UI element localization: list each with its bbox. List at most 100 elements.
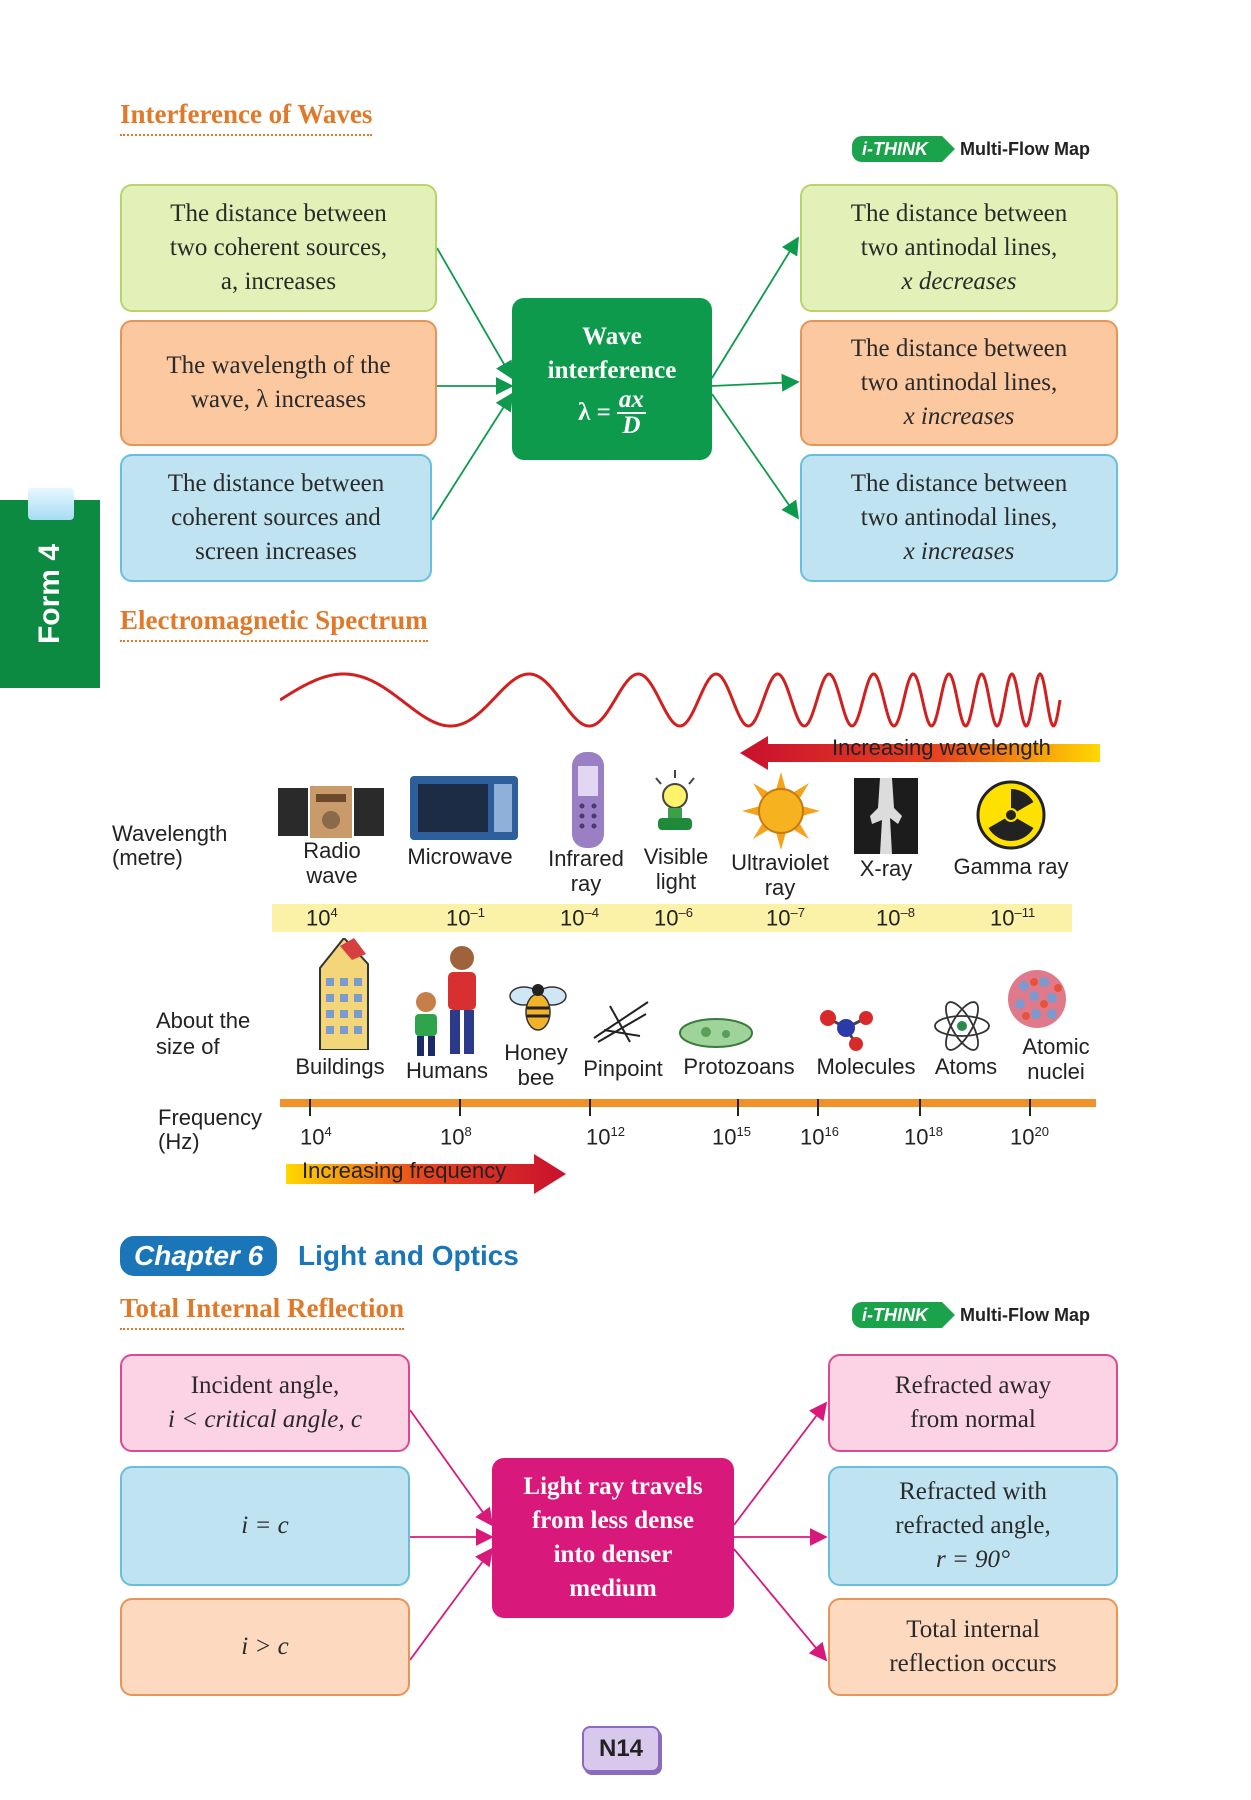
frequency-value: 108	[440, 1124, 472, 1150]
increasing-frequency-arrow	[286, 1154, 566, 1194]
size-label-line: About the	[156, 1008, 251, 1033]
wavelength-value: 10–11	[990, 905, 1035, 931]
value-exp: –6	[678, 905, 693, 920]
effect-line: refracted angle,	[895, 1512, 1051, 1539]
value-exp: 4	[330, 905, 338, 920]
value-base: 10	[446, 905, 471, 931]
cause-line: The distance between	[167, 470, 385, 497]
page-number: N14	[582, 1726, 660, 1772]
center-line: Light ray travels	[523, 1473, 703, 1500]
size-name-line: Pinpoint	[583, 1056, 663, 1081]
humans-icon	[415, 946, 476, 1056]
frequency-value: 1018	[904, 1124, 943, 1150]
effect-line: two antinodal lines,	[860, 234, 1058, 261]
em-name-line: Infrared	[548, 846, 624, 871]
cause-line: Incident angle,	[190, 1372, 340, 1399]
effect-line: two antinodal lines,	[860, 369, 1058, 396]
frequency-axis-label: Frequency (Hz)	[158, 1106, 262, 1154]
size-name-pinpoint: Pinpoint	[576, 1056, 670, 1081]
tir-cause-greater: i > c	[120, 1598, 410, 1696]
sun-icon	[742, 772, 820, 850]
connector-tir-cause-1	[409, 1409, 494, 1527]
value-exp: 12	[610, 1124, 625, 1139]
value-exp: 16	[824, 1124, 839, 1139]
size-name-line: Atomic	[1022, 1034, 1090, 1059]
size-name-protozoans: Protozoans	[674, 1054, 804, 1079]
frequency-label-line: (Hz)	[158, 1129, 200, 1154]
size-name-line: Atoms	[934, 1054, 998, 1079]
wavelength-label-line: Wavelength	[112, 821, 228, 846]
wavelength-value: 10–1	[446, 905, 485, 931]
em-name-line: X-ray	[859, 856, 913, 881]
value-exp: 8	[464, 1124, 472, 1139]
effect-line: from normal	[910, 1406, 1036, 1433]
size-name-atoms: Atoms	[928, 1054, 1004, 1079]
increasing-wavelength-arrow	[740, 736, 1100, 770]
size-name-buildings: Buildings	[288, 1054, 392, 1079]
honey-bee-icon	[509, 984, 567, 1031]
wave-interference-center: Wave interference λ = ax D	[512, 298, 712, 460]
value-base: 10	[306, 905, 331, 931]
atomic-nucleus-icon	[1008, 970, 1066, 1028]
cause-box-screen-distance: The distance between coherent sources and…	[120, 454, 432, 582]
size-name-line: nuclei	[1027, 1059, 1085, 1084]
frequency-value: 1016	[800, 1124, 839, 1150]
remote-control-icon	[572, 752, 604, 848]
value-base: 10	[800, 1124, 825, 1150]
effect-line: The distance between	[850, 470, 1068, 497]
value-base: 10	[586, 1124, 611, 1150]
center-line2: interference	[547, 357, 677, 384]
frequency-label-line: Frequency	[158, 1105, 262, 1130]
size-name-line: Humans	[406, 1058, 488, 1083]
connector-cause-1	[436, 247, 513, 380]
increasing-wavelength-label: Increasing wavelength	[832, 735, 1051, 760]
center-line: from less dense	[531, 1507, 694, 1534]
size-name-humans: Humans	[398, 1058, 496, 1083]
size-label-line: size of	[156, 1034, 220, 1059]
formula-denominator: D	[622, 412, 641, 439]
effect-line: The distance between	[850, 200, 1068, 227]
em-name-line: light	[655, 869, 697, 894]
cause-line: i < critical angle, c	[168, 1406, 362, 1433]
ithink-label: Multi-Flow Map	[960, 138, 1090, 159]
wavelength-value: 10–8	[876, 905, 915, 931]
ithink-label: Multi-Flow Map	[960, 1304, 1090, 1325]
value-base: 10	[654, 905, 679, 931]
cause-line: coherent sources and	[171, 504, 381, 531]
effect-line: Refracted away	[894, 1372, 1052, 1399]
molecule-icon	[820, 1010, 873, 1051]
value-base: 10	[904, 1124, 929, 1150]
cause-line: wave, λ increases	[190, 386, 367, 413]
wave-graphic	[280, 672, 1062, 728]
effect-line: The distance between	[850, 335, 1068, 362]
em-name-microwave: Microwave	[400, 844, 520, 869]
wavelength-axis-label: Wavelength (metre)	[112, 822, 227, 870]
wavelength-label-line: (metre)	[112, 845, 183, 870]
connector-tir-effect-3	[733, 1548, 828, 1662]
size-name-line: Buildings	[295, 1054, 385, 1079]
connector-effect-1	[711, 236, 799, 379]
em-name-line: Radio	[303, 838, 361, 863]
value-exp: 18	[928, 1124, 943, 1139]
center-line1: Wave	[582, 323, 642, 350]
value-exp: 4	[324, 1124, 332, 1139]
em-name-line: wave	[306, 863, 358, 888]
ithink-badge-interference: i-THINK Multi-Flow Map	[852, 136, 1090, 162]
em-name-line: ray	[764, 875, 796, 900]
chapter-number-pill: Chapter 6	[120, 1236, 278, 1276]
cause-line: screen increases	[195, 538, 357, 565]
effect-line: reflection occurs	[889, 1650, 1057, 1677]
value-base: 10	[440, 1124, 465, 1150]
wavelength-value: 104	[306, 905, 338, 931]
value-base: 10	[560, 905, 585, 931]
wavelength-values-bar	[272, 904, 1072, 932]
cause-line: a, increases	[220, 268, 337, 295]
